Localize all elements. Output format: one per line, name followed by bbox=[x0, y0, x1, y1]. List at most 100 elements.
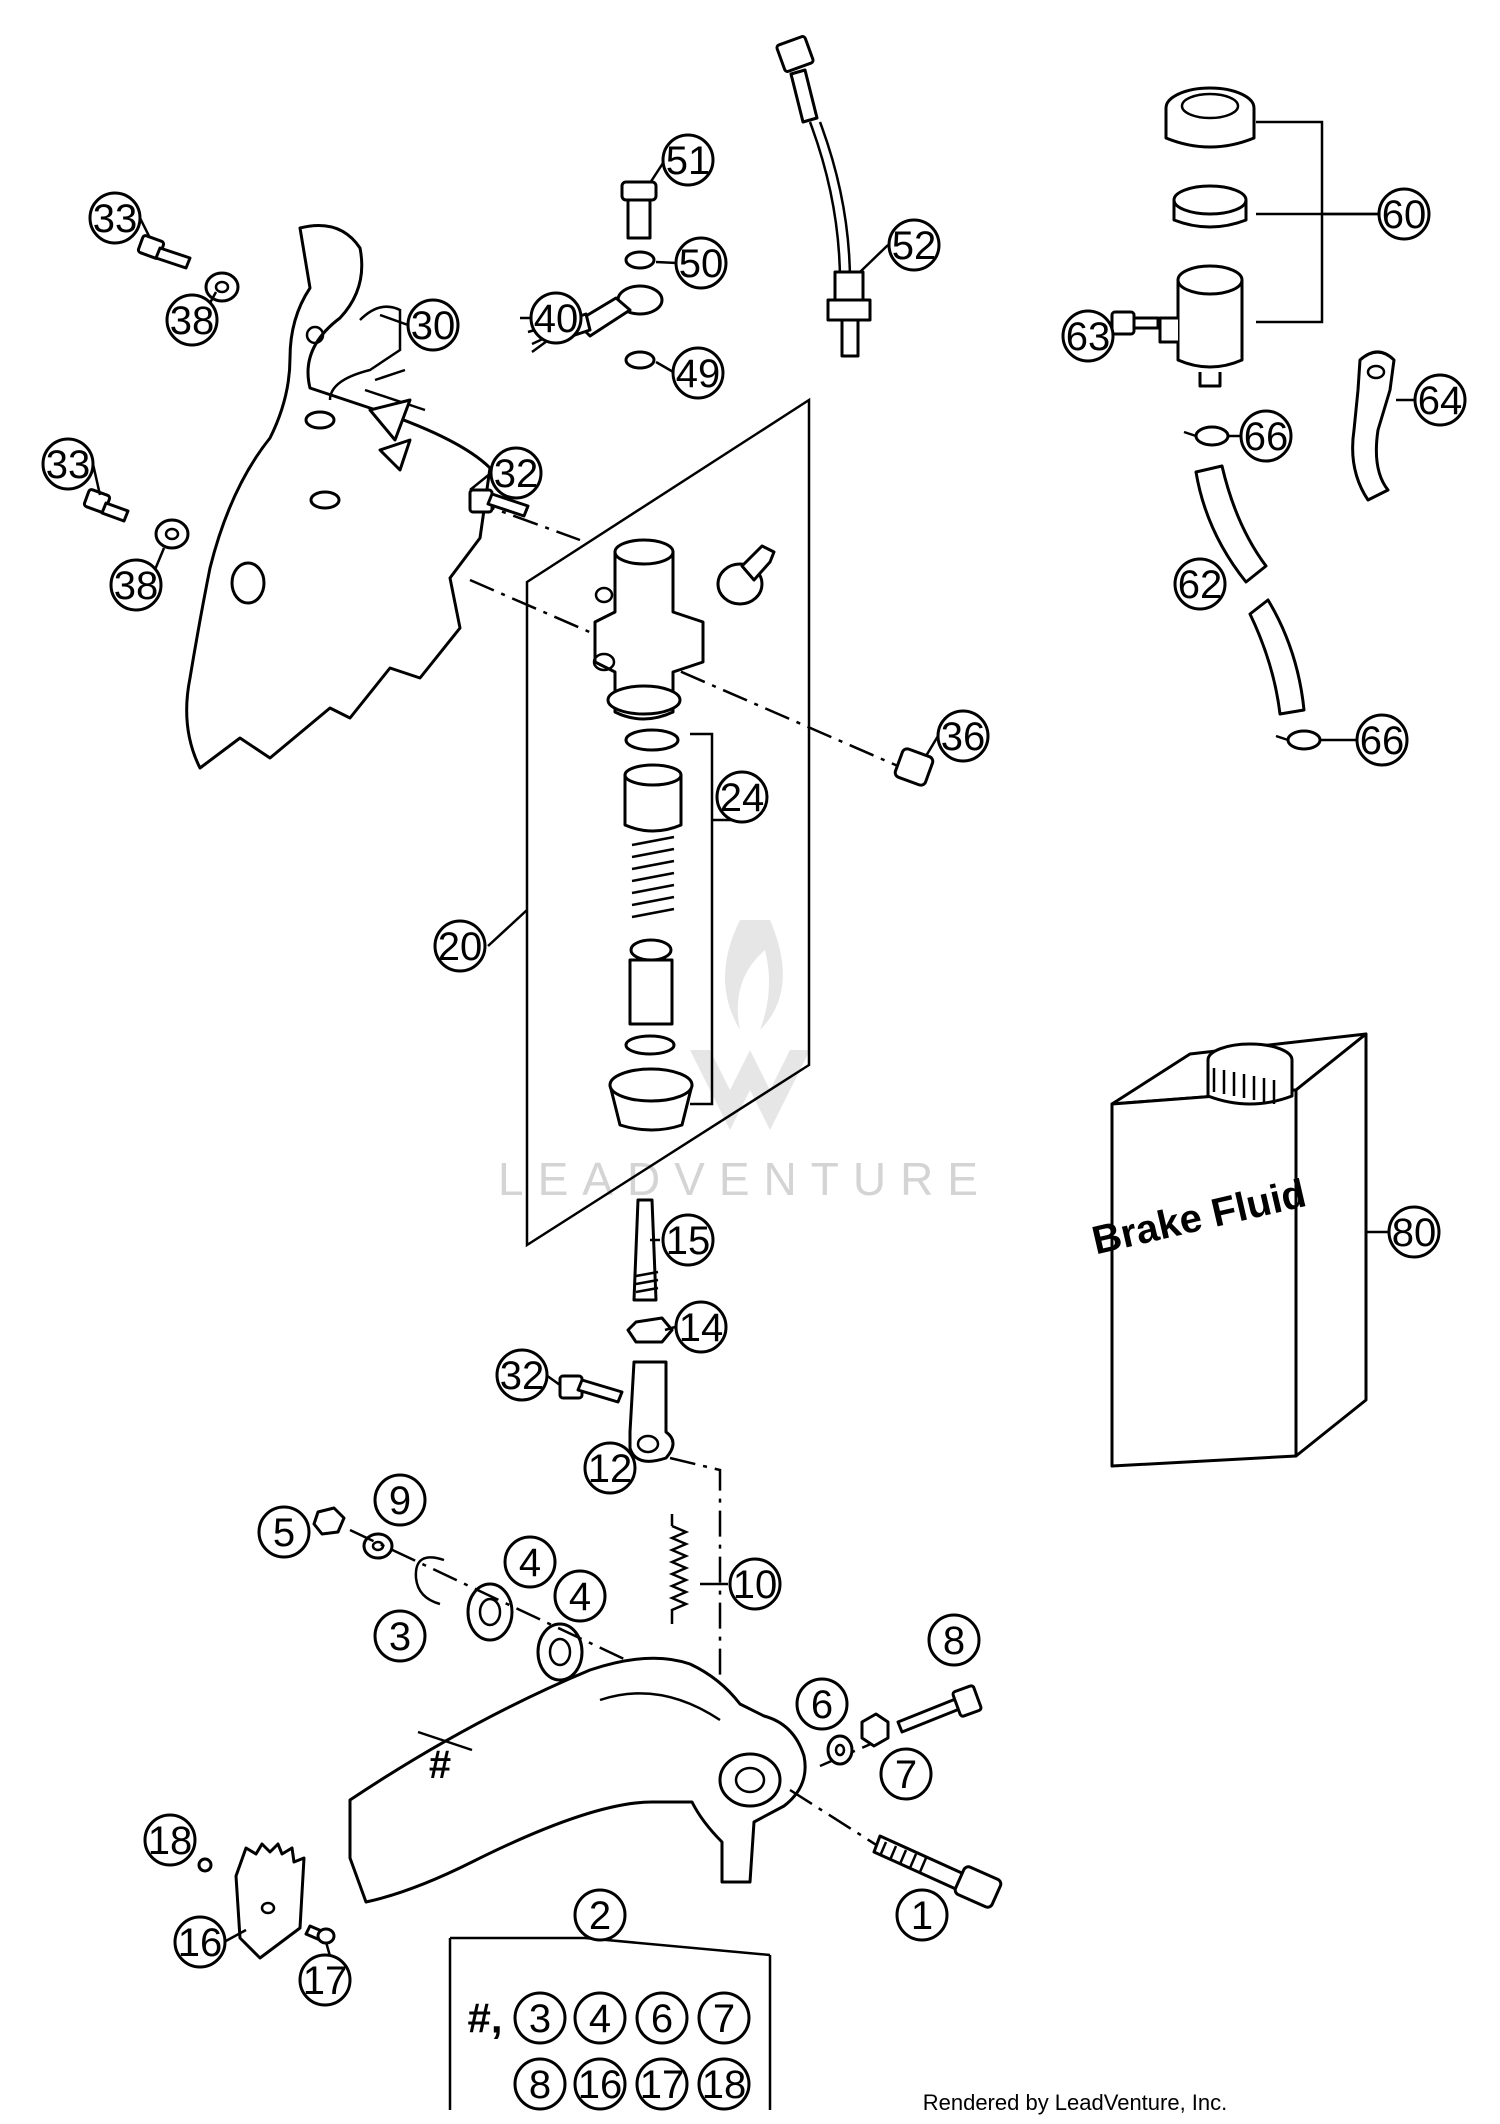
callout-label: 5 bbox=[273, 1511, 295, 1555]
nut-5 bbox=[312, 1506, 346, 1536]
kit-item-label: 4 bbox=[589, 1997, 611, 2041]
kit-item-7: 7 bbox=[697, 1991, 751, 2045]
kit-item-label: 18 bbox=[702, 2063, 747, 2107]
callout-label: 20 bbox=[438, 925, 483, 969]
callout-label: 66 bbox=[1244, 415, 1289, 459]
callout-label: 12 bbox=[588, 1447, 633, 1491]
master-cylinder-body bbox=[592, 538, 705, 721]
callout-label: 2 bbox=[589, 1894, 611, 1938]
callout-label: 63 bbox=[1066, 315, 1111, 359]
callout-30: 30 bbox=[379, 298, 460, 352]
callout-label: 32 bbox=[500, 1354, 545, 1398]
callout-label: 18 bbox=[148, 1819, 193, 1863]
callout-label: 14 bbox=[679, 1306, 724, 1350]
callout-50: 50 bbox=[655, 236, 728, 290]
kit-item-6: 6 bbox=[635, 1991, 689, 2045]
callout-3: 3 bbox=[373, 1609, 427, 1663]
callout-40: 40 bbox=[520, 291, 583, 345]
callout-10: 10 bbox=[700, 1557, 782, 1611]
bolt-8 bbox=[896, 1684, 983, 1734]
banjo-bolt-51 bbox=[620, 180, 658, 240]
callout-label: 30 bbox=[411, 304, 456, 348]
kit-item-label: 8 bbox=[529, 2063, 551, 2107]
callout-18: 18 bbox=[143, 1813, 197, 1867]
hose-fitting-elbow bbox=[716, 544, 776, 606]
callout-label: 9 bbox=[389, 1479, 411, 1523]
callout-label: 33 bbox=[46, 443, 91, 487]
push-rod-15 bbox=[632, 1198, 659, 1302]
callout-12: 12 bbox=[583, 1441, 637, 1495]
callout-6: 6 bbox=[795, 1677, 849, 1731]
callout-label: 51 bbox=[666, 139, 711, 183]
callout-label: 8 bbox=[943, 1619, 965, 1663]
callout-51: 51 bbox=[648, 133, 715, 187]
callout-label: 49 bbox=[676, 352, 721, 396]
callout-17: 17 bbox=[298, 1941, 352, 2007]
callout-label: 4 bbox=[519, 1541, 541, 1585]
callout-label: 60 bbox=[1382, 193, 1427, 237]
callout-64: 64 bbox=[1396, 373, 1467, 427]
reservoir-diaphragm bbox=[1172, 184, 1248, 229]
reservoir-cap bbox=[1164, 86, 1256, 149]
callout-32: 32 bbox=[495, 1348, 561, 1402]
callout-33: 33 bbox=[88, 191, 152, 245]
o-ring bbox=[624, 728, 680, 752]
callout-label: 10 bbox=[733, 1563, 778, 1607]
nut-7 bbox=[860, 1712, 890, 1748]
callout-80: 80 bbox=[1366, 1205, 1441, 1259]
callout-label: 16 bbox=[178, 1921, 223, 1965]
callout-label: 66 bbox=[1360, 719, 1405, 763]
watermark: LEADVENTURE bbox=[498, 920, 978, 1205]
pivot-bolt-1 bbox=[872, 1834, 1003, 1909]
washer-49 bbox=[624, 350, 656, 370]
brake-pedal bbox=[348, 1656, 807, 1904]
hose-clamp-66-top bbox=[1183, 425, 1230, 447]
callout-15: 15 bbox=[650, 1213, 715, 1267]
leader-line bbox=[469, 578, 931, 782]
callout-label: 40 bbox=[534, 297, 579, 341]
callout-label: 62 bbox=[1178, 563, 1223, 607]
callout-7: 7 bbox=[879, 1747, 933, 1801]
callout-label: 32 bbox=[494, 452, 539, 496]
callout-label: 1 bbox=[911, 1894, 933, 1938]
callout-label: 36 bbox=[941, 715, 986, 759]
callout-4: 4 bbox=[553, 1569, 607, 1623]
callout-4: 4 bbox=[503, 1535, 557, 1589]
callout-8: 8 bbox=[927, 1613, 981, 1667]
circlip-3 bbox=[414, 1556, 445, 1606]
spring-10 bbox=[668, 1514, 690, 1624]
callout-label: 3 bbox=[389, 1615, 411, 1659]
washer-50 bbox=[624, 250, 656, 270]
callout-38: 38 bbox=[165, 291, 219, 347]
kit-item-label: 16 bbox=[578, 2063, 623, 2107]
holder-64 bbox=[1351, 350, 1396, 502]
bolt-32-lower bbox=[558, 1374, 624, 1404]
callout-label: 4 bbox=[569, 1575, 591, 1619]
callout-24: 24 bbox=[715, 770, 769, 824]
kit-item-16: 16 bbox=[573, 2057, 627, 2111]
callout-66: 66 bbox=[1320, 713, 1409, 767]
hose-clamp-66-bottom bbox=[1275, 729, 1322, 751]
nut-14 bbox=[626, 1316, 674, 1344]
callout-label: 80 bbox=[1392, 1211, 1437, 1255]
hose-62 bbox=[1194, 464, 1306, 716]
brake-light-switch-52 bbox=[775, 35, 872, 358]
foot-guard bbox=[185, 224, 492, 770]
bushing-38-top bbox=[204, 271, 240, 303]
step-plate-16 bbox=[234, 1842, 306, 1960]
reservoir-bracket-line bbox=[1256, 120, 1324, 324]
master-cylinder-frame-20 bbox=[525, 397, 811, 1248]
kit-item-label: 3 bbox=[529, 1997, 551, 2041]
callout-label: 33 bbox=[93, 197, 138, 241]
screw-17 bbox=[304, 1924, 336, 1945]
kit-item-17: 17 bbox=[635, 2057, 689, 2111]
callout-63: 63 bbox=[1061, 309, 1115, 363]
kit-item-4: 4 bbox=[573, 1991, 627, 2045]
washer-6 bbox=[826, 1734, 854, 1766]
bolt-33-top bbox=[136, 234, 192, 270]
callout-9: 9 bbox=[373, 1473, 427, 1527]
nut-18 bbox=[197, 1857, 213, 1873]
bushing-38-bottom bbox=[154, 518, 190, 550]
callout-60: 60 bbox=[1322, 187, 1431, 241]
